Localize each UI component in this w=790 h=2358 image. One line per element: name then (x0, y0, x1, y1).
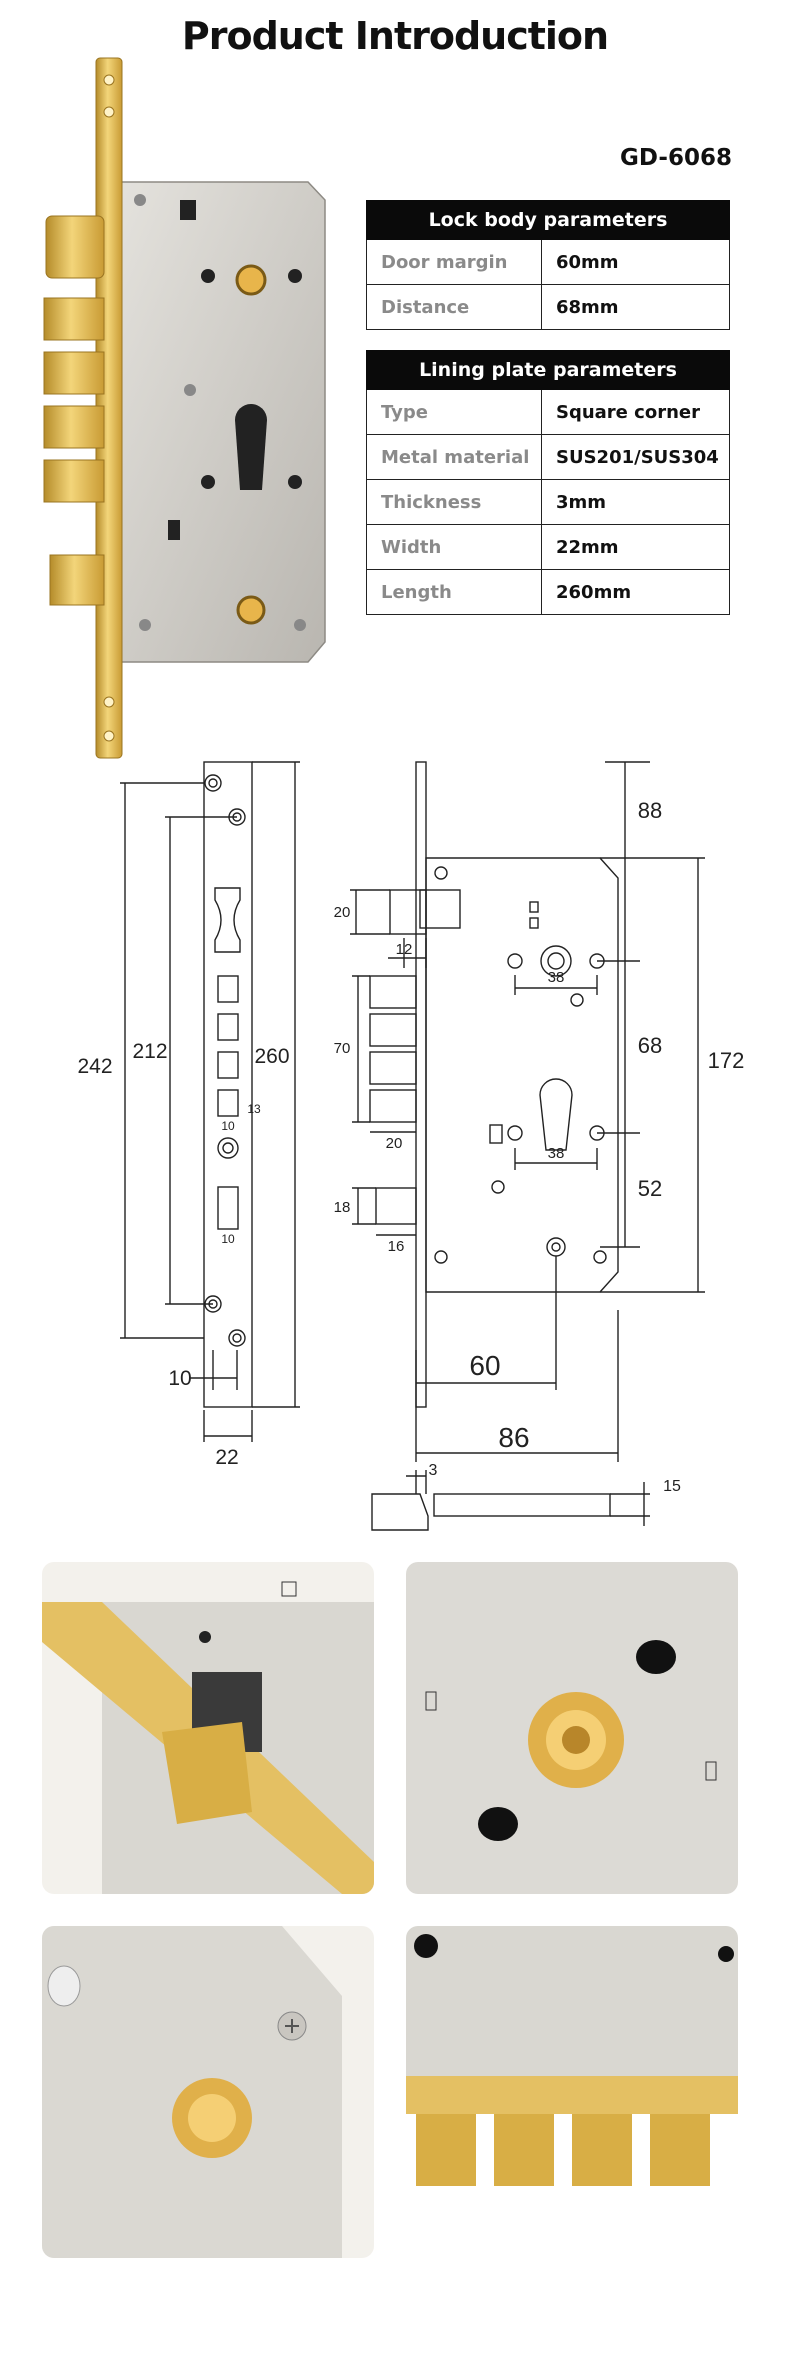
dim-16: 16 (388, 1238, 405, 1255)
dim-10a: 10 (221, 1119, 235, 1133)
dim-22: 22 (215, 1446, 238, 1469)
dim-20a: 20 (334, 904, 351, 921)
row-key: Thickness (366, 479, 542, 525)
lock-body-header: Lock body parameters (366, 200, 730, 240)
dim-70: 70 (334, 1040, 351, 1057)
row-key: Width (366, 524, 542, 570)
table-row: Thickness 3mm (366, 479, 730, 525)
dim-38b: 38 (548, 1145, 565, 1162)
row-key: Metal material (366, 434, 542, 480)
row-value: Square corner (541, 389, 730, 435)
dim-13: 13 (247, 1102, 261, 1116)
row-value: 22mm (541, 524, 730, 570)
table-row: Type Square corner (366, 389, 730, 435)
model-number: GD-6068 (620, 145, 732, 171)
dim-18: 18 (334, 1199, 351, 1216)
lock-body-table: Lock body parameters Door margin 60mm Di… (366, 200, 730, 330)
dim-12: 12 (396, 941, 413, 958)
dim-3: 3 (429, 1462, 438, 1479)
row-key: Distance (366, 284, 542, 330)
dim-60: 60 (469, 1350, 500, 1381)
lining-plate-table: Lining plate parameters Type Square corn… (366, 350, 730, 615)
dim-172: 172 (708, 1048, 745, 1073)
lock-hero-image (43, 57, 326, 759)
dim-20b: 20 (386, 1135, 403, 1152)
row-key: Length (366, 569, 542, 615)
table-row: Metal material SUS201/SUS304 (366, 434, 730, 480)
table-row: Distance 68mm (366, 284, 730, 330)
technical-drawing: 242 212 260 10 22 13 10 10 88 68 52 172 … (77, 761, 745, 1531)
dim-15: 15 (663, 1478, 681, 1495)
row-value: 60mm (541, 239, 730, 285)
detail-photo-latch (42, 1562, 374, 1894)
dim-260: 260 (254, 1045, 289, 1068)
dim-88: 88 (638, 798, 662, 823)
dim-86: 86 (498, 1422, 529, 1453)
dim-212: 212 (132, 1040, 167, 1063)
detail-photo-cylinder-hole (406, 1562, 738, 1894)
row-value: 3mm (541, 479, 730, 525)
table-row: Width 22mm (366, 524, 730, 570)
row-key: Door margin (366, 239, 542, 285)
detail-photo-corner (42, 1926, 374, 2258)
row-value: 260mm (541, 569, 730, 615)
dim-38a: 38 (548, 969, 565, 986)
detail-photo-bolts (406, 1926, 738, 2258)
dim-68: 68 (638, 1033, 662, 1058)
row-key: Type (366, 389, 542, 435)
row-value: SUS201/SUS304 (541, 434, 730, 480)
lining-plate-header: Lining plate parameters (366, 350, 730, 390)
row-value: 68mm (541, 284, 730, 330)
table-row: Door margin 60mm (366, 239, 730, 285)
table-row: Length 260mm (366, 569, 730, 615)
dim-10b: 10 (221, 1232, 235, 1246)
dim-52: 52 (638, 1176, 662, 1201)
dim-242: 242 (77, 1055, 112, 1078)
page-title: Product Introduction (181, 14, 609, 58)
dim-10: 10 (168, 1367, 191, 1390)
